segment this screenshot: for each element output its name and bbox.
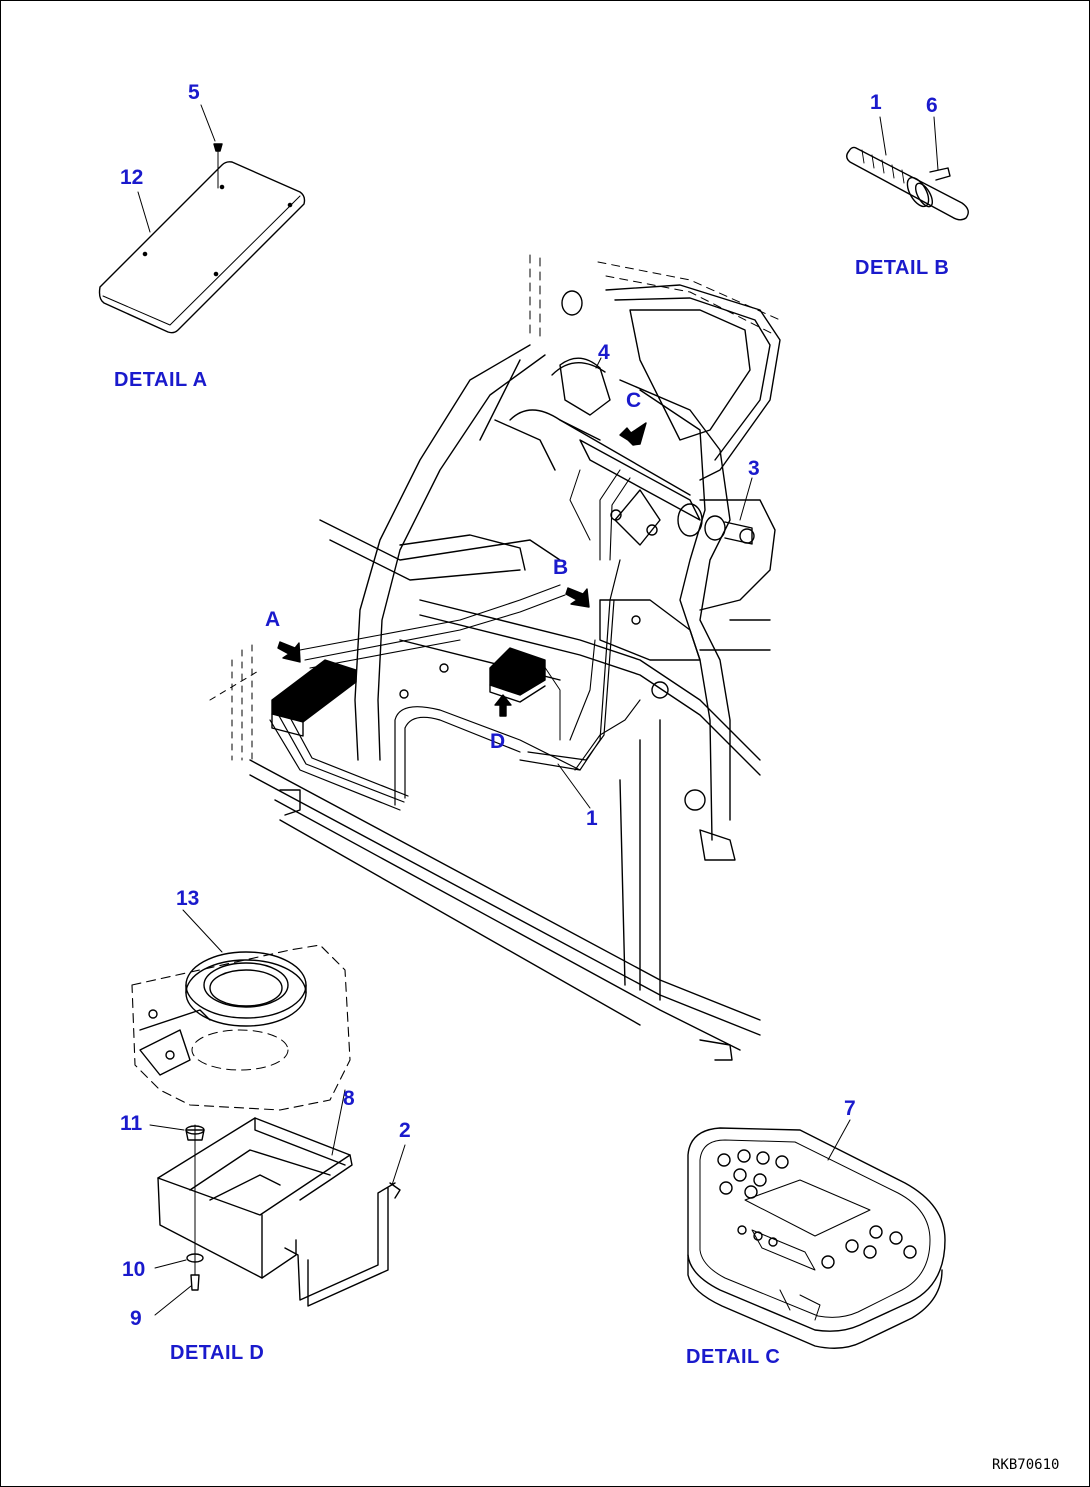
detail-a-plate (98, 104, 306, 334)
detail-c-monitor (687, 1119, 946, 1349)
callout-1-detail-b: 1 (870, 91, 882, 114)
callout-6: 6 (926, 94, 938, 117)
view-label-d: D (490, 730, 506, 753)
callout-5: 5 (188, 81, 200, 104)
callout-9: 9 (130, 1307, 142, 1330)
detail-d-caption: DETAIL D (170, 1342, 265, 1364)
callout-1-main: 1 (586, 807, 598, 830)
view-label-c: C (626, 389, 642, 412)
detail-b-caption: DETAIL B (855, 257, 950, 279)
callout-3: 3 (748, 457, 760, 480)
callout-4: 4 (598, 341, 610, 364)
callout-7: 7 (844, 1097, 856, 1120)
callout-13: 13 (176, 887, 200, 910)
main-assembly (209, 254, 781, 1061)
detail-a-caption: DETAIL A (114, 369, 208, 391)
view-label-a: A (265, 608, 281, 631)
detail-c-caption: DETAIL C (686, 1346, 781, 1368)
detail-d-assembly (131, 909, 406, 1316)
callout-8: 8 (343, 1087, 355, 1110)
view-label-b: B (553, 556, 569, 579)
callout-10: 10 (122, 1258, 146, 1281)
callout-11: 11 (120, 1112, 143, 1135)
callout-12: 12 (120, 166, 144, 189)
detail-b-harness (846, 116, 969, 221)
drawing-code: RKB70610 (992, 1457, 1060, 1473)
callout-2: 2 (399, 1119, 411, 1142)
